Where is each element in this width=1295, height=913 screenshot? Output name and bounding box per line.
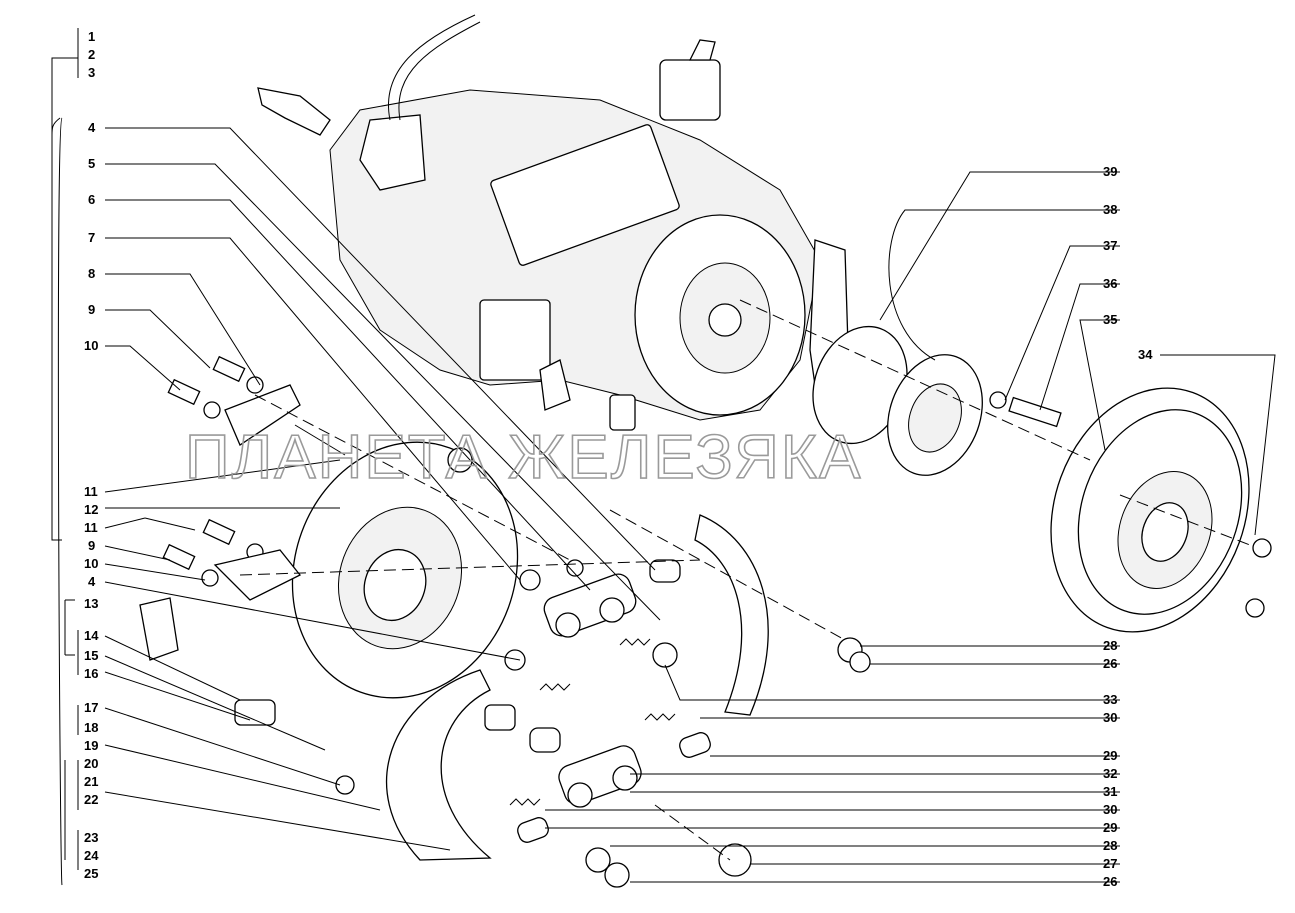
brake-shoe-left (385, 669, 492, 861)
callout-label: 28 (1103, 838, 1117, 853)
leader-lines (104, 127, 1276, 883)
callout-label: 1 (88, 29, 95, 44)
callout-label: 8 (88, 266, 95, 281)
callout-label: 20 (84, 756, 98, 771)
callout-label: 35 (1103, 312, 1117, 327)
callout-label: 32 (1103, 766, 1117, 781)
labels-left: 1 2 3 4 5 6 7 8 9 10 11 12 11 9 10 4 13 … (84, 29, 99, 881)
callout-label: 11 (84, 484, 98, 499)
callout-label: 19 (84, 738, 98, 753)
callout-label: 26 (1103, 656, 1117, 671)
assembly-axis-lines (239, 299, 1251, 861)
callout-label: 5 (88, 156, 95, 171)
callout-label: 16 (84, 666, 98, 681)
callout-label: 31 (1103, 784, 1117, 799)
callout-label: 24 (84, 848, 99, 863)
callout-label: 38 (1103, 202, 1117, 217)
callout-label: 10 (84, 338, 98, 353)
callout-label: 6 (88, 192, 95, 207)
callout-label: 27 (1103, 856, 1117, 871)
callout-label: 29 (1103, 820, 1117, 835)
callout-label: 30 (1103, 710, 1117, 725)
callout-label: 13 (84, 596, 98, 611)
bolts-and-bracket-lower (139, 517, 302, 661)
callout-label: 21 (84, 774, 98, 789)
callout-label: 14 (84, 628, 99, 643)
bolts-and-bracket-upper (167, 355, 346, 456)
gasket-and-cover (812, 325, 1062, 476)
callout-label: 9 (88, 302, 95, 317)
callout-label: 22 (84, 792, 98, 807)
brake-drum (1050, 387, 1272, 633)
callout-label: 37 (1103, 238, 1117, 253)
callout-label: 10 (84, 556, 98, 571)
labels-right: 39 38 37 36 35 34 28 26 33 30 29 32 31 3… (1103, 164, 1153, 889)
callout-label: 23 (84, 830, 98, 845)
callout-label: 33 (1103, 692, 1117, 707)
callout-label: 25 (84, 866, 98, 881)
callout-label: 18 (84, 720, 98, 735)
callout-label: 28 (1103, 638, 1117, 653)
callout-label: 2 (88, 47, 95, 62)
callout-label: 39 (1103, 164, 1117, 179)
callout-label: 29 (1103, 748, 1117, 763)
callout-label: 12 (84, 502, 98, 517)
callout-label: 9 (88, 538, 95, 553)
callout-label: 17 (84, 700, 98, 715)
callout-label: 36 (1103, 276, 1117, 291)
callout-label: 15 (84, 648, 98, 663)
callout-label: 7 (88, 230, 95, 245)
brake-shoe-right (694, 514, 769, 716)
callout-label: 34 (1138, 347, 1153, 362)
callout-label: 4 (88, 120, 96, 135)
callout-label: 3 (88, 65, 95, 80)
watermark-text: ПЛАНЕТА ЖЕЛЕЗЯКА (185, 423, 862, 492)
gearbox-assembly (257, 14, 851, 431)
callout-label: 26 (1103, 874, 1117, 889)
callout-label: 4 (88, 574, 96, 589)
callout-label: 11 (84, 520, 98, 535)
cylinder-and-springs (234, 559, 871, 888)
callout-label: 30 (1103, 802, 1117, 817)
left-bracket-lines (51, 28, 79, 886)
